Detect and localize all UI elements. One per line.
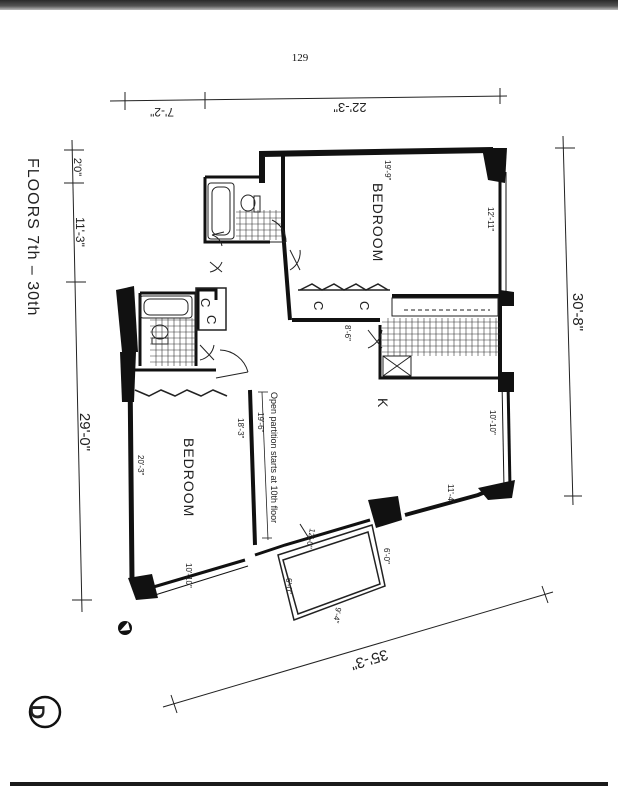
dim-br2-width: 10'-10" [184,563,193,588]
dim-living-length: 19'-6" [256,412,265,433]
dim-left-bottom: 29'-0" [76,413,93,451]
closet-walls [134,283,390,397]
closet-label: C [204,315,219,324]
dim-left-mid: 11'-3" [73,217,87,247]
dim-right-overall: 30'-8" [569,293,586,331]
room-label-kitchen: K [375,398,391,408]
floors-label: FLOORS 7th – 30th [24,158,41,316]
left-dimension-line [64,139,92,613]
dim-left-top: 2'0" [71,158,83,176]
scan-bottom-edge [10,782,608,786]
closet-label: C [311,301,326,310]
bath-1-tile-grid [236,210,282,240]
bottom-dimension-line [162,585,554,714]
interior-dimension-lines [258,391,272,541]
right-dimension-line [555,135,582,506]
dim-br1-width: 19'-9" [383,160,392,181]
dim-br2-depth: 20'-3" [136,455,145,476]
bath-2-tile-grid [150,318,196,366]
room-label-bedroom-2: BEDROOM [181,438,197,517]
dim-top-right: 22'-3" [333,100,367,115]
top-dimension-line [109,88,508,110]
dim-balcony-depth: 6'-0" [382,548,391,564]
room-label-bedroom-1: BEDROOM [370,183,386,262]
dim-balcony-width: 9'-4" [331,607,343,624]
dim-bottom-overall: 35'-3" [349,646,391,673]
plan-letter: D [26,705,48,719]
bath-1-fixtures [207,182,261,240]
balcony [277,523,386,621]
partition-note: Open partition starts at 10th floor [269,392,279,523]
kitchen-counters [382,297,499,377]
kitchen-tile-grid [382,318,500,356]
doors [199,219,383,379]
scan-top-edge [0,0,618,10]
north-arrow-icon [118,621,132,635]
dim-top-left: 7'-2" [150,105,174,119]
dim-br1-depth: 12'-11" [486,207,495,231]
page-number: 129 [291,52,309,64]
dim-balcony-side: 6'-0" [284,578,293,594]
dim-living-width: 11'-4" [446,484,455,504]
plan-letter-badge [28,695,62,729]
closet-label: C [357,301,372,310]
closet-label: C [198,298,213,307]
dim-partition-length: 18'-3" [236,418,245,439]
dim-living-front: 12'-0" [304,528,316,550]
dim-hall: 8'-6" [343,325,352,341]
dim-living-depth: 10'-10" [488,410,497,435]
structural-columns [116,148,515,600]
